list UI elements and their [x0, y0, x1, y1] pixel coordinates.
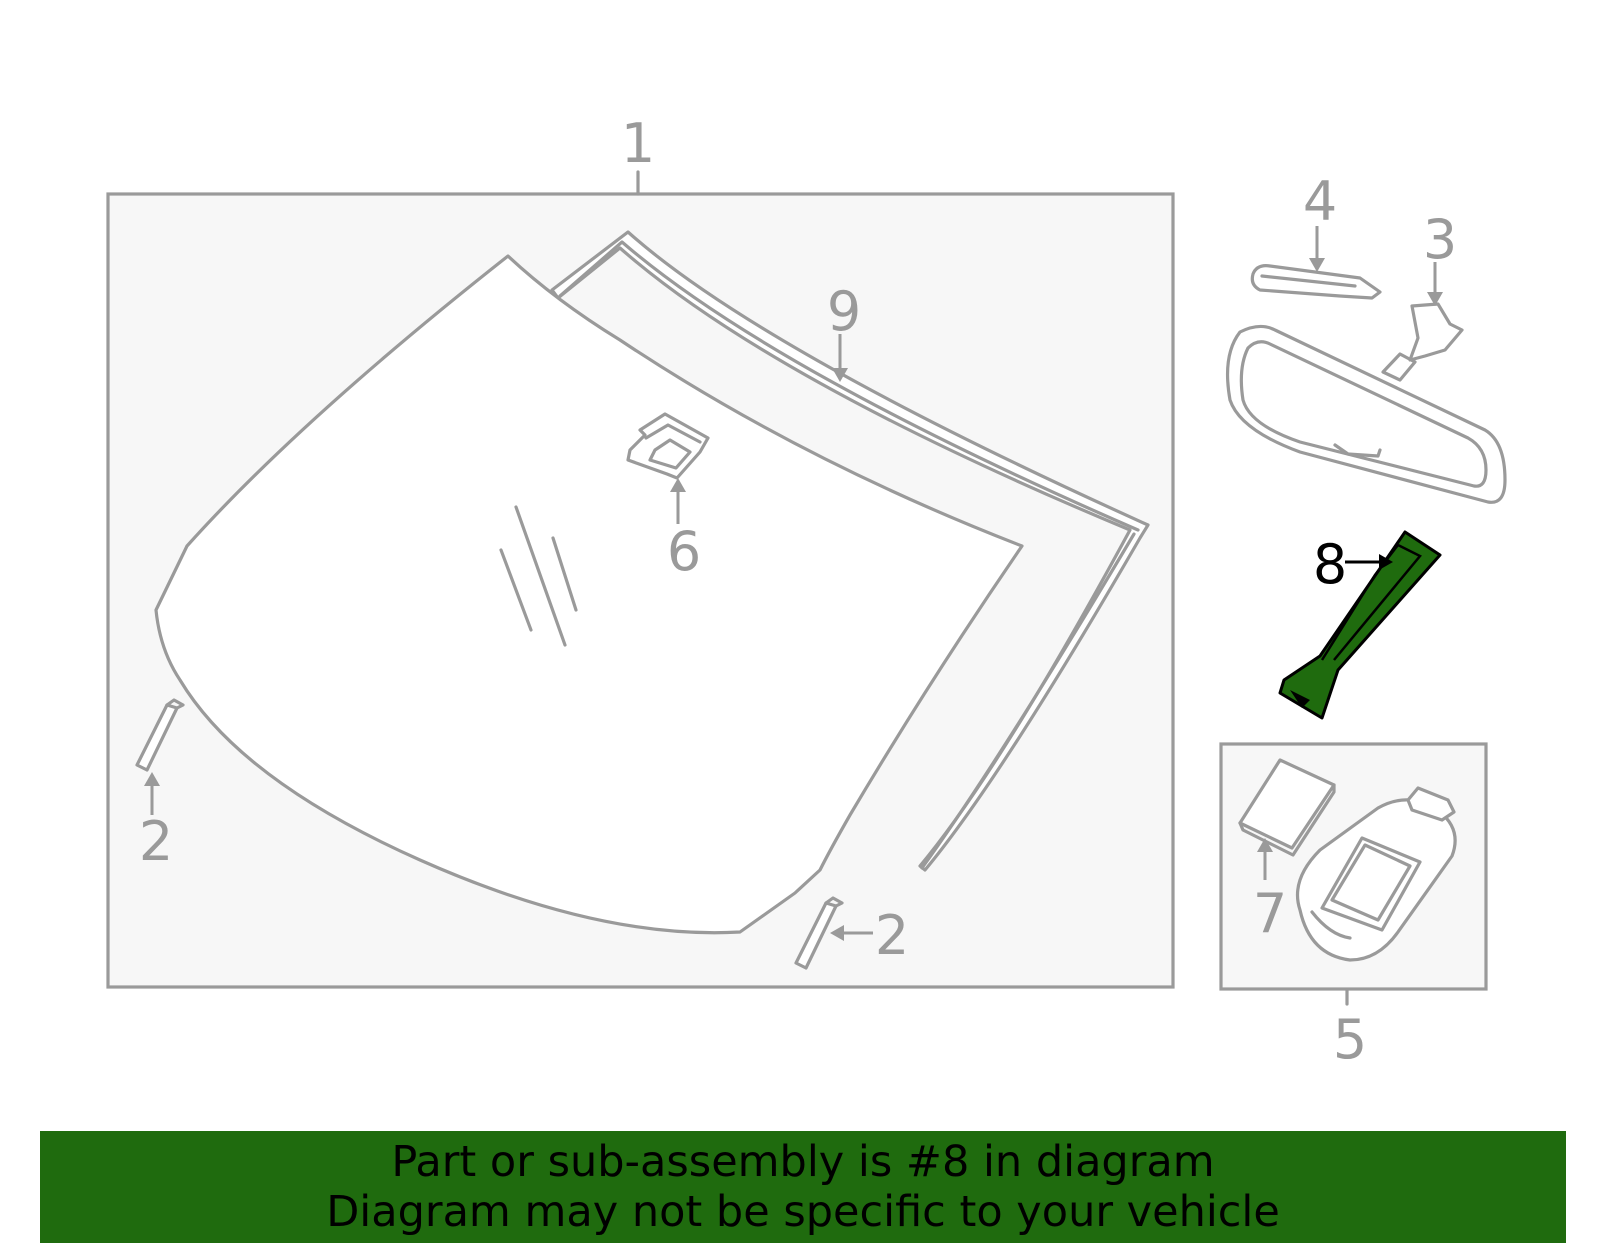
callout-7: 7: [1253, 882, 1287, 945]
callout-1: 1: [621, 112, 655, 175]
callout-9: 9: [827, 280, 861, 343]
banner-line-1: Part or sub-assembly is #8 in diagram: [391, 1137, 1215, 1187]
callout-8: 8: [1313, 533, 1347, 596]
windshield-molding-part-9[interactable]: [550, 230, 1150, 872]
pad-part-7[interactable]: [1238, 758, 1336, 857]
clip-part-2-right[interactable]: [794, 896, 844, 970]
callout-2-left: 2: [139, 810, 173, 873]
leader-arrow-8: [1345, 554, 1393, 570]
bracket-part-6[interactable]: [626, 412, 710, 480]
leader-arrows: [144, 226, 1443, 941]
clip-part-2-left[interactable]: [135, 698, 185, 772]
callout-3: 3: [1423, 208, 1457, 271]
callout-6: 6: [667, 520, 701, 583]
banner-line-2: Diagram may not be specific to your vehi…: [326, 1187, 1280, 1237]
windshield-glass-part-1[interactable]: [154, 254, 1024, 935]
component-part-8-highlighted[interactable]: [1278, 530, 1442, 720]
mirror-part-3[interactable]: [1225, 302, 1507, 504]
callout-5: 5: [1333, 1008, 1367, 1071]
info-banner: Part or sub-assembly is #8 in diagram Di…: [40, 1131, 1566, 1243]
sensor-housing-part-5[interactable]: [1295, 786, 1457, 962]
callout-4: 4: [1303, 170, 1337, 233]
callout-2-right: 2: [875, 904, 909, 967]
cover-part-4[interactable]: [1250, 264, 1382, 300]
